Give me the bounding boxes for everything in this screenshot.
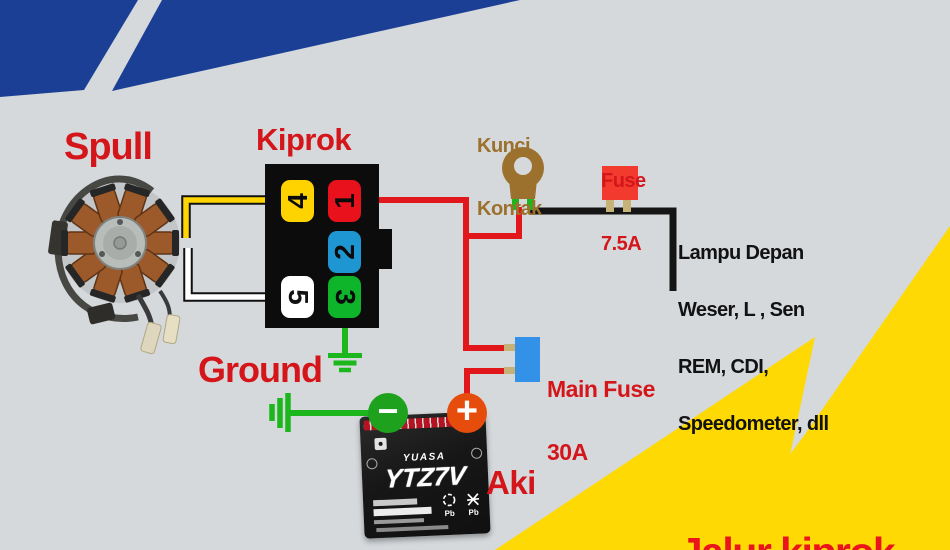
- fuse-7-5a-label: Fuse 7.5A: [601, 129, 646, 297]
- banner-blue-main: [112, 0, 520, 91]
- kiprok-pin-5: 5: [281, 276, 314, 318]
- minus-icon: −: [377, 390, 399, 431]
- kiprok-connector-tab: [377, 229, 392, 269]
- kiprok-pin-2: 2: [328, 231, 361, 273]
- battery-spec-bar: [373, 498, 418, 507]
- ground-label: Ground: [198, 349, 323, 390]
- kiprok-pin-4: 4: [281, 180, 314, 222]
- stator-connector-plug2: [162, 314, 181, 345]
- stator-connector-plug: [140, 321, 162, 355]
- load-line4: Speedometer, dll: [678, 413, 829, 435]
- pin-2-number: 2: [328, 244, 360, 260]
- kunci-kontak-icon: [502, 147, 544, 210]
- battery-model: YTZ7V: [383, 460, 467, 494]
- battery-plus-terminal: +: [447, 389, 487, 433]
- load-line2: Weser, L , Sen: [678, 299, 805, 321]
- stator-plug-black: [87, 302, 116, 325]
- kiprok-label: Kiprok: [256, 122, 352, 157]
- stator-coils: [61, 183, 179, 303]
- ground-symbol-battery: [269, 393, 291, 432]
- diagram-title: Jalur kiprok Fullwave Nmax: [612, 445, 950, 550]
- wire-red-pin1-mainfuse: [355, 197, 506, 351]
- kiprok-pin-1: 1: [328, 180, 361, 222]
- pin-4-number: 4: [281, 193, 313, 209]
- wires: [181, 195, 677, 432]
- load-line3: REM, CDI,: [678, 356, 769, 378]
- main-fuse-line2: 30A: [547, 439, 588, 465]
- battery-spec-bar3: [376, 525, 449, 533]
- battery-pb-label: Pb: [468, 507, 479, 518]
- wire-white-spull-pin5: [185, 248, 282, 300]
- spull-label: Spull: [64, 126, 153, 168]
- battery-label-bar: [373, 506, 432, 517]
- wire-yellow-spull-pin4: [183, 197, 282, 238]
- banner-blue-left: [0, 0, 138, 97]
- wire-red-mainfuse-battery: [464, 368, 506, 399]
- ground-symbol-kiprok: [328, 353, 362, 373]
- diagram-title-line1: Jalur kiprok: [612, 531, 950, 550]
- battery-illustration: YUASA YTZ7V Pb Pb: [359, 411, 491, 539]
- pin-1-number: 1: [328, 193, 360, 209]
- fuse75-line1: Fuse: [601, 170, 646, 192]
- main-fuse-icon: [504, 337, 540, 382]
- kunci-line2: Kontak: [477, 198, 542, 220]
- battery-crossed-icon: Pb: [463, 491, 484, 517]
- battery-vent: [374, 437, 387, 451]
- battery-aki-label: Aki: [486, 464, 536, 501]
- load-list-label: Lampu Depan Weser, L , Sen REM, CDI, Spe…: [678, 206, 829, 472]
- wire-red-branch-kontak: [466, 207, 522, 239]
- kunci-line1: Kunci: [477, 135, 531, 157]
- kunci-kontak-label: Kunci Kontak: [477, 94, 542, 262]
- fuse75-line2: 7.5A: [601, 233, 642, 255]
- spull-stator-illustration: [48, 175, 181, 355]
- main-fuse-line1: Main Fuse: [547, 376, 655, 402]
- battery-pb-label: Pb: [444, 508, 456, 519]
- wire-black-kontak-load: [529, 207, 677, 291]
- banner-yellow-sliver: [495, 337, 815, 550]
- kiprok-pin-3: 3: [328, 276, 361, 318]
- banner-yellow-main: [717, 226, 950, 550]
- battery-minus-terminal: −: [368, 390, 408, 433]
- battery-recycle-icon: Pb: [439, 493, 460, 519]
- battery-spec-bar2: [373, 518, 425, 525]
- stator-hub-hole: [113, 236, 127, 250]
- load-line1: Lampu Depan: [678, 242, 804, 264]
- fuse-7-5a-icon: [602, 166, 638, 212]
- pin-3-number: 3: [329, 289, 361, 305]
- plus-icon: +: [455, 389, 479, 432]
- pin-5-number: 5: [282, 289, 314, 305]
- main-fuse-label: Main Fuse 30A: [547, 337, 655, 505]
